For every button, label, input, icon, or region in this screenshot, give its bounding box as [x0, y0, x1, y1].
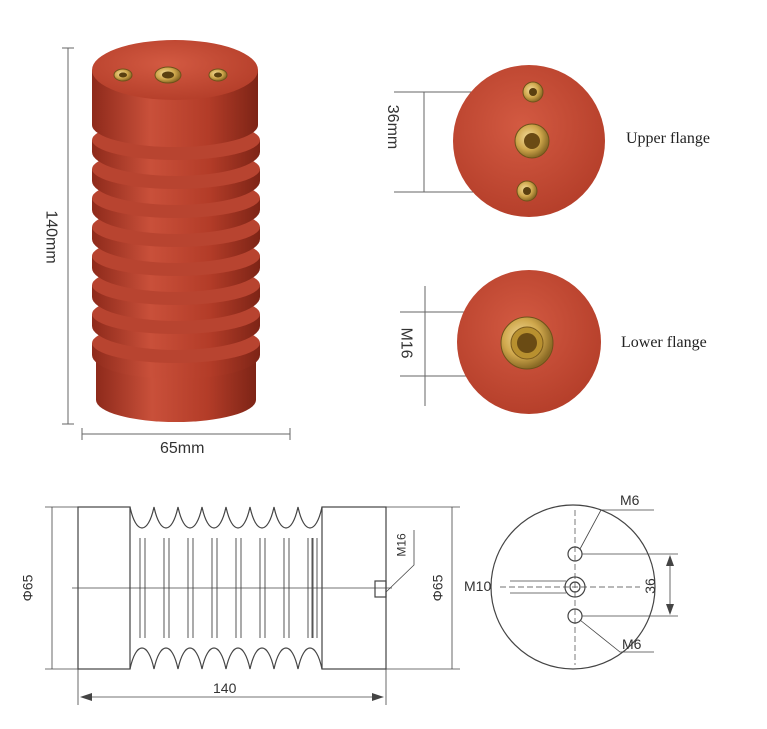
height-label: 140mm	[42, 210, 60, 264]
side-length-label: 140	[213, 680, 237, 696]
insulator-sheds	[92, 120, 260, 379]
lower-thread-label: M16	[397, 327, 415, 359]
end-top-hole-label: M6	[620, 492, 640, 508]
lower-flange-photo	[400, 270, 601, 414]
upper-flange-photo	[394, 65, 605, 217]
lower-flange-caption: Lower flange	[621, 334, 707, 351]
end-view-outline	[490, 504, 656, 670]
end-center-hole-label: M10	[464, 578, 492, 594]
end-spacing-label: 36	[641, 578, 658, 594]
width-label: 65mm	[160, 440, 205, 457]
upper-flange-caption: Upper flange	[626, 130, 710, 147]
shed-profile-bottom	[129, 647, 323, 670]
side-stud	[374, 580, 387, 598]
shed-profile-top	[129, 506, 323, 529]
upper-spacing-label: 36mm	[384, 104, 402, 150]
side-thread-callout: M16	[394, 533, 409, 557]
side-right-diameter-label: Φ65	[429, 574, 446, 602]
side-left-diameter-label: Φ65	[19, 574, 36, 602]
insulator-photo	[62, 40, 291, 440]
side-view-drawing	[45, 506, 460, 705]
end-bottom-hole-label: M6	[622, 636, 642, 652]
end-view-drawing	[490, 504, 678, 670]
